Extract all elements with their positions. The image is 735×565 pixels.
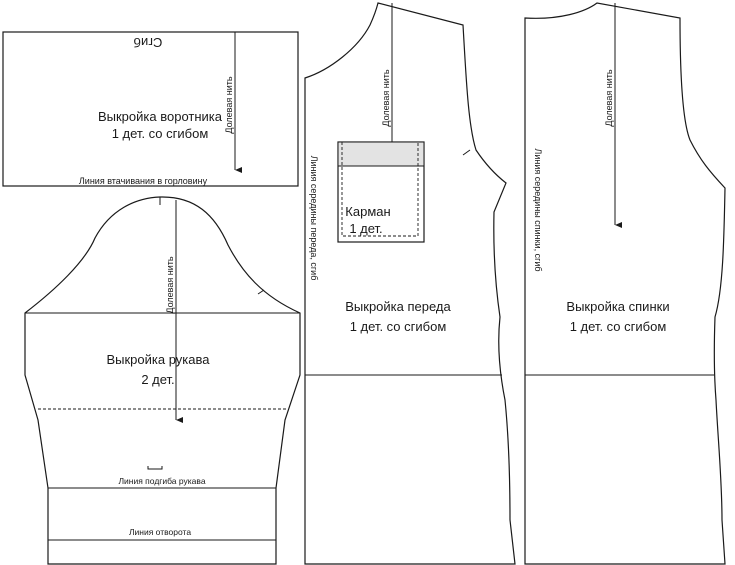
back-center-label: Линия середины спинки, сгиб xyxy=(533,148,543,271)
sleeve-title: Выкройка рукава xyxy=(106,352,210,367)
front-subtitle: 1 дет. со сгибом xyxy=(350,319,447,334)
pocket-piece: Карман 1 дет. xyxy=(337,141,425,243)
sleeve-subtitle: 2 дет. xyxy=(141,372,174,387)
pocket-subtitle: 1 дет. xyxy=(349,221,382,236)
collar-grain-label: Долевая нить xyxy=(224,76,234,133)
back-subtitle: 1 дет. со сгибом xyxy=(570,319,667,334)
sleeve-cuff-label: Линия отворота xyxy=(129,527,191,537)
back-piece: Долевая нить Линия середины спинки, сгиб… xyxy=(524,2,726,565)
front-title: Выкройка переда xyxy=(345,299,451,314)
front-center-label: Линия середины переда, сгиб xyxy=(309,156,319,281)
back-grain-label: Долевая нить xyxy=(604,69,614,126)
back-title: Выкройка спинки xyxy=(566,299,669,314)
sleeve-piece: Долевая нить Выкройка рукава 2 дет. Лини… xyxy=(24,196,301,565)
pocket-stitch-line xyxy=(341,142,419,237)
sleeve-side-notch xyxy=(257,289,265,295)
sleeve-grain-label: Долевая нить xyxy=(165,256,175,313)
collar-fold-label: Сгиб xyxy=(134,35,163,50)
front-outline xyxy=(304,2,516,565)
collar-title: Выкройка воротника xyxy=(98,109,223,124)
collar-seam-label: Линия втачивания в горловину xyxy=(79,176,208,186)
sleeve-hem-mark xyxy=(147,466,163,470)
sleeve-hem-label: Линия подгиба рукава xyxy=(118,476,205,486)
front-piece: Долевая нить Линия середины переда, сгиб… xyxy=(304,2,516,565)
front-grain-label: Долевая нить xyxy=(381,69,391,126)
pocket-title: Карман xyxy=(345,204,390,219)
front-armhole-notch xyxy=(462,149,471,156)
collar-outline xyxy=(2,31,299,187)
back-outline xyxy=(524,2,726,565)
pocket-facing xyxy=(337,141,425,167)
collar-subtitle: 1 дет. со сгибом xyxy=(112,126,209,141)
collar-piece: Долевая нить Сгиб Выкройка воротника 1 д… xyxy=(2,31,299,187)
